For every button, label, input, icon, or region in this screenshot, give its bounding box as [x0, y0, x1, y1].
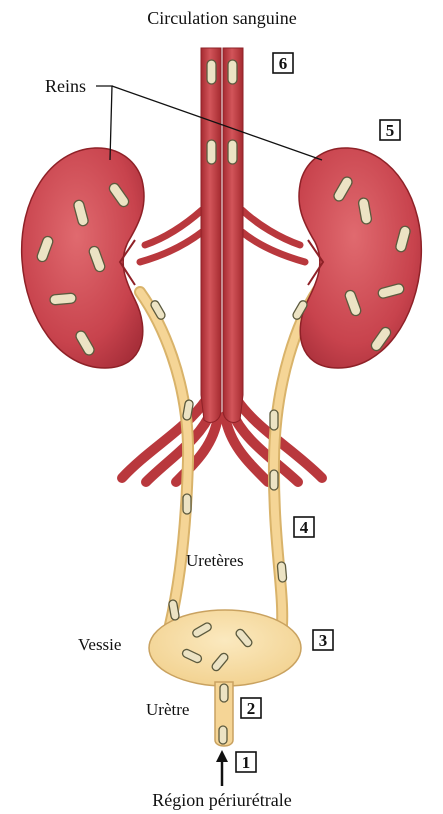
- step-1-box: 1: [236, 752, 256, 772]
- bacterium: [228, 60, 237, 84]
- bacterium: [207, 60, 216, 84]
- step-5-box: 5: [380, 120, 400, 140]
- bacterium: [277, 562, 287, 583]
- right-main-vessel: [223, 48, 243, 422]
- label-circulation: Circulation sanguine: [147, 8, 296, 28]
- label-uretre: Urètre: [146, 700, 189, 719]
- label-vessie: Vessie: [78, 635, 121, 654]
- bacterium: [228, 140, 237, 164]
- bacterium: [270, 410, 278, 430]
- step-3-box: 3: [313, 630, 333, 650]
- bacterium: [270, 470, 278, 490]
- label-ureteres: Uretères: [186, 551, 244, 570]
- bacterium: [219, 726, 227, 744]
- right-kidney: [299, 148, 421, 368]
- svg-text:3: 3: [319, 631, 328, 650]
- step-2-box: 2: [241, 698, 261, 718]
- bacterium: [50, 293, 77, 305]
- bacterium: [183, 494, 191, 514]
- main-vessels: [201, 48, 243, 422]
- svg-text:6: 6: [279, 54, 288, 73]
- label-region-periuretrale: Région périurétrale: [152, 790, 291, 810]
- label-reins: Reins: [45, 76, 86, 96]
- svg-text:2: 2: [247, 699, 256, 718]
- svg-text:1: 1: [242, 753, 251, 772]
- svg-text:4: 4: [300, 518, 309, 537]
- entry-arrow-icon: [216, 750, 228, 786]
- step-6-box: 6: [273, 53, 293, 73]
- svg-text:5: 5: [386, 121, 395, 140]
- bacterium: [220, 684, 228, 702]
- lower-vessel-branches: [122, 400, 322, 482]
- left-main-vessel: [201, 48, 221, 422]
- bladder: [149, 610, 301, 686]
- bacterium: [207, 140, 216, 164]
- step-4-box: 4: [294, 517, 314, 537]
